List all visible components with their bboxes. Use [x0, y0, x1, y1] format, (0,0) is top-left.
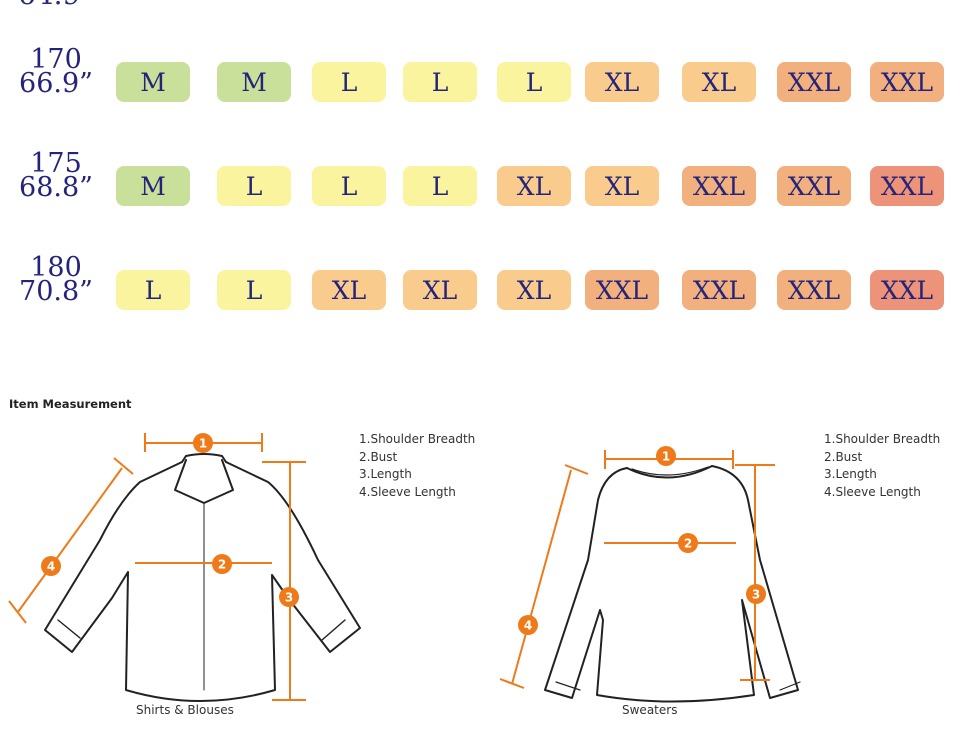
size-cell: XXL [870, 166, 944, 206]
size-cell: L [403, 62, 477, 102]
shirt-marker-4: 4 [41, 556, 61, 576]
marker-number: 3 [285, 591, 293, 605]
marker-number: 2 [684, 537, 692, 551]
size-cell: XXL [870, 62, 944, 102]
legend-item: 2.Bust [359, 449, 398, 464]
shirt-marker-1: 1 [193, 433, 213, 453]
legend-item: 3.Length [359, 467, 412, 481]
size-cell: XXL [682, 166, 756, 206]
size-cell: XL [497, 270, 571, 310]
cropped-height-label: 64.9 [18, 0, 80, 11]
height-cm: 180 [30, 252, 82, 283]
marker-number: 3 [752, 588, 760, 602]
size-cell: XXL [777, 270, 851, 310]
section-title: Item Measurement [9, 397, 132, 411]
size-cell: XXL [870, 270, 944, 310]
marker-number: 1 [662, 450, 670, 464]
size-cell: M [116, 62, 190, 102]
sweater-marker-4: 4 [518, 615, 538, 635]
size-cell: L [312, 62, 386, 102]
shirt-measure-lines [8, 433, 306, 701]
marker-number: 2 [218, 558, 226, 572]
marker-number: 4 [524, 619, 532, 633]
sweater-measure-lines [499, 450, 775, 689]
legend-item: 3.Length [824, 467, 877, 481]
size-cell: L [403, 166, 477, 206]
sweater-illustration [544, 465, 801, 703]
height-inches: 68.8” [19, 172, 93, 203]
size-cell: XXL [777, 62, 851, 102]
size-cell: L [116, 270, 190, 310]
size-cell: L [217, 166, 291, 206]
marker-circles: 1 2 3 4 1 2 3 4 [41, 433, 766, 635]
size-cell: XL [682, 62, 756, 102]
sweater-caption: Sweaters [622, 703, 678, 717]
legend-item: 1.Shoulder Breadth [824, 432, 941, 446]
size-cell: M [217, 62, 291, 102]
shirt-legend: 1.Shoulder Breadth 2.Bust 3.Length 4.Sle… [359, 431, 475, 501]
shirt-marker-2: 2 [212, 554, 232, 574]
size-cell: L [312, 166, 386, 206]
size-cell: L [497, 62, 571, 102]
size-cell: M [116, 166, 190, 206]
shirt-caption: Shirts & Blouses [136, 703, 234, 717]
height-inches: 66.9” [19, 68, 93, 99]
size-cell: XXL [682, 270, 756, 310]
size-cell: XL [403, 270, 477, 310]
marker-number: 1 [199, 437, 207, 451]
height-cm: 170 [30, 44, 82, 75]
sweater-legend: 1.Shoulder Breadth 2.Bust 3.Length 4.Sle… [824, 431, 940, 501]
size-cell: XL [497, 166, 571, 206]
marker-number: 4 [47, 560, 55, 574]
size-cell: XXL [585, 270, 659, 310]
sweater-marker-1: 1 [656, 446, 676, 466]
sweater-marker-3: 3 [746, 584, 766, 604]
height-cm: 175 [30, 148, 82, 179]
size-cell: L [217, 270, 291, 310]
height-inches: 70.8” [19, 276, 93, 307]
size-cell: XL [312, 270, 386, 310]
sweater-marker-2: 2 [678, 533, 698, 553]
legend-item: 4.Sleeve Length [824, 484, 921, 499]
legend-item: 4.Sleeve Length [359, 484, 456, 499]
height-label: 170 66.9” [8, 44, 104, 99]
size-cell: XL [585, 62, 659, 102]
legend-item: 1.Shoulder Breadth [359, 432, 476, 446]
shirt-illustration [44, 453, 361, 702]
shirt-marker-3: 3 [279, 587, 299, 607]
height-label: 180 70.8” [8, 252, 104, 307]
legend-item: 2.Bust [824, 449, 863, 464]
height-label: 175 68.8” [8, 148, 104, 203]
size-cell: XL [585, 166, 659, 206]
size-cell: XXL [777, 166, 851, 206]
